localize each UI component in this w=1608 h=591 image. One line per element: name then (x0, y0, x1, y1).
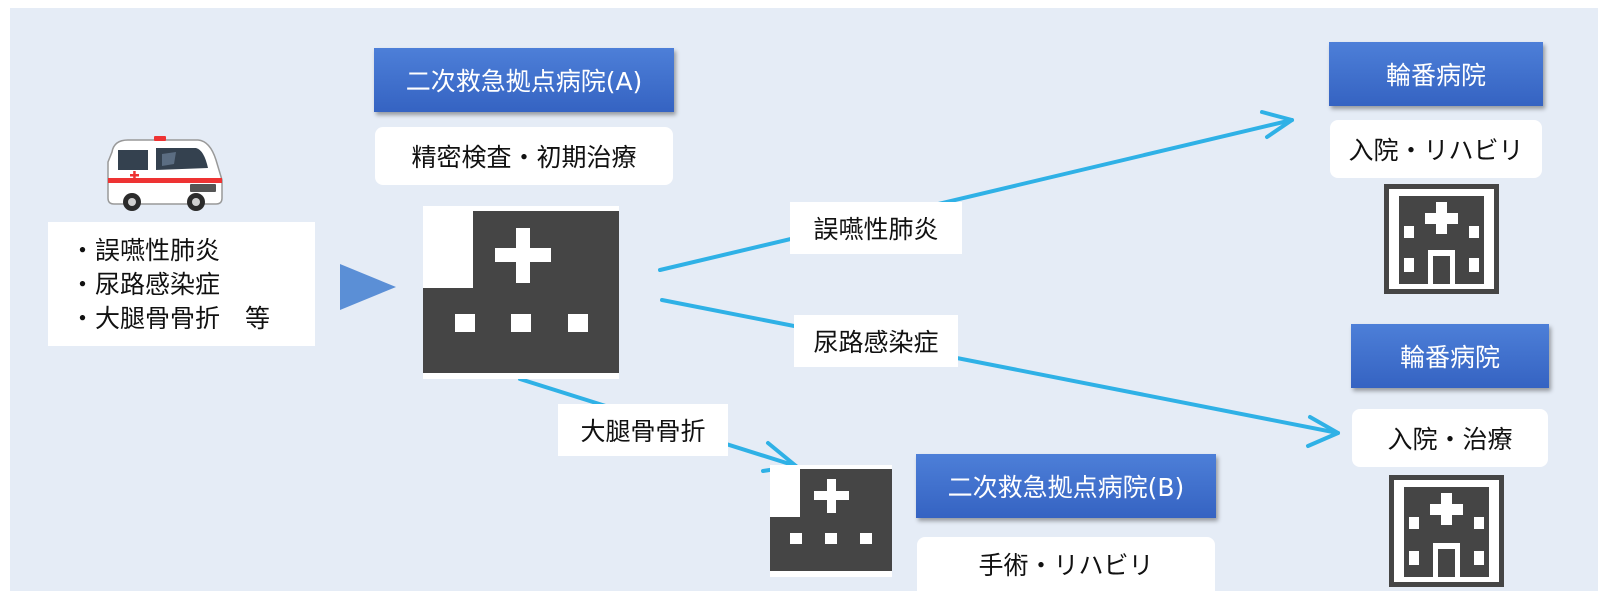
route-label-pneumonia: 誤嚥性肺炎 (790, 202, 962, 254)
rotation-hospital-2-title: 輪番病院 (1399, 343, 1500, 372)
hospital-b-title: 二次救急拠点病院(B) (947, 473, 1185, 502)
hospital-a-role-box: 精密検査・初期治療 (375, 127, 673, 185)
route-label-text: 誤嚥性肺炎 (813, 215, 939, 244)
rotation-hospital-1-role-box: 入院・リハビリ (1330, 120, 1542, 178)
hospital-icon (1389, 475, 1504, 587)
rotation-hospital-1-role: 入院・リハビリ (1348, 136, 1524, 165)
route-arrowhead-uti (1306, 415, 1340, 448)
route-label-fracture: 大腿骨骨折 (558, 404, 728, 456)
hospital-b-role: 手術・リハビリ (978, 551, 1154, 580)
hospital-icon (770, 465, 892, 577)
hospital-a-header: 二次救急拠点病院(A) (374, 48, 674, 112)
hospital-b-role-box: 手術・リハビリ (917, 537, 1215, 591)
route-arrow-uti (660, 298, 1340, 435)
route-arrow-pneumonia (658, 118, 1294, 272)
rotation-hospital-2-role-box: 入院・治療 (1352, 409, 1548, 467)
hospital-icon (423, 206, 619, 379)
condition-item: ・大腿骨骨折 等 (70, 304, 271, 333)
hospital-a-role: 精密検査・初期治療 (411, 143, 637, 172)
flow-pointer-triangle (340, 264, 396, 310)
ambulance-icon (107, 136, 223, 211)
hospital-icon (1384, 184, 1499, 294)
route-label-text: 大腿骨骨折 (580, 417, 706, 446)
condition-item: ・尿路感染症 (70, 270, 221, 299)
hospital-a-title: 二次救急拠点病院(A) (405, 67, 643, 96)
rotation-hospital-1-title: 輪番病院 (1385, 61, 1486, 90)
route-arrowhead-pneumonia (1260, 110, 1294, 139)
hospital-b-header: 二次救急拠点病院(B) (916, 454, 1216, 518)
route-label-text: 尿路感染症 (813, 328, 939, 357)
condition-item: ・誤嚥性肺炎 (70, 236, 221, 265)
rotation-hospital-2-role: 入院・治療 (1387, 425, 1513, 454)
route-label-uti: 尿路感染症 (794, 315, 958, 367)
conditions-list: ・誤嚥性肺炎 ・尿路感染症 ・大腿骨骨折 等 (48, 222, 315, 346)
rotation-hospital-1-header: 輪番病院 (1329, 42, 1543, 106)
rotation-hospital-2-header: 輪番病院 (1351, 324, 1549, 388)
